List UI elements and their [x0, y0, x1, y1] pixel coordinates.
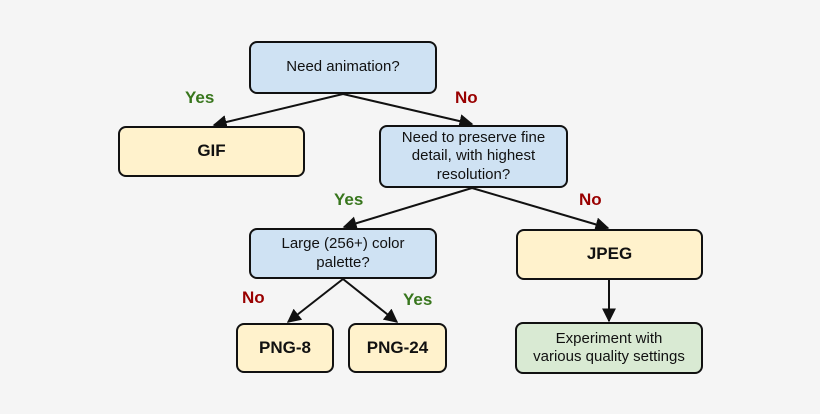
edge-detail-to-jpeg [471, 187, 610, 232]
edge-label-detail-no: No [579, 190, 602, 209]
node-preserve-detail-line-2: detail, with highest [411, 147, 536, 165]
node-experiment-quality: Experiment with various quality settings [515, 322, 703, 374]
edge-label-detail-yes: Yes [334, 190, 364, 209]
node-png-24-text: PNG-24 [366, 337, 429, 357]
edge-label-palette-no: No [242, 288, 265, 307]
edge-animation-to-detail [342, 93, 474, 128]
node-png-8-text: PNG-8 [259, 337, 311, 357]
edge-palette-to-png8 [286, 278, 344, 323]
node-large-palette-line-2: palette? [316, 253, 370, 271]
node-large-palette: Large (256+) color palette? [249, 228, 437, 279]
edge-label-palette-yes: Yes [403, 290, 433, 309]
edge-palette-to-png24 [342, 278, 399, 323]
node-preserve-detail: Need to preserve fine detail, with highe… [379, 125, 568, 188]
node-experiment-quality-text: Experiment with various quality settings [533, 330, 685, 367]
node-need-animation-text: Need animation? [286, 58, 400, 76]
edge-label-animation-no: No [455, 88, 478, 107]
node-png-8: PNG-8 [236, 323, 334, 373]
node-experiment-quality-line-2: various quality settings [533, 348, 685, 365]
node-gif: GIF [118, 126, 305, 177]
node-large-palette-text: Large (256+) color palette? [282, 235, 405, 272]
node-png-24: PNG-24 [348, 323, 447, 373]
node-preserve-detail-text: Need to preserve fine detail, with highe… [402, 129, 545, 184]
node-experiment-quality-line-1: Experiment with [555, 329, 663, 347]
node-need-animation: Need animation? [249, 41, 437, 94]
node-preserve-detail-line-3: resolution? [436, 165, 511, 183]
node-large-palette-line-1: Large (256+) color [281, 235, 405, 253]
node-jpeg: JPEG [516, 229, 703, 280]
node-jpeg-text: JPEG [586, 244, 633, 264]
edge-detail-to-palette [342, 187, 473, 231]
edge-label-animation-yes: Yes [185, 88, 215, 107]
node-preserve-detail-line-1: Need to preserve fine [401, 129, 546, 147]
node-gif-text: GIF [197, 141, 226, 161]
edge-animation-to-gif [212, 93, 344, 129]
